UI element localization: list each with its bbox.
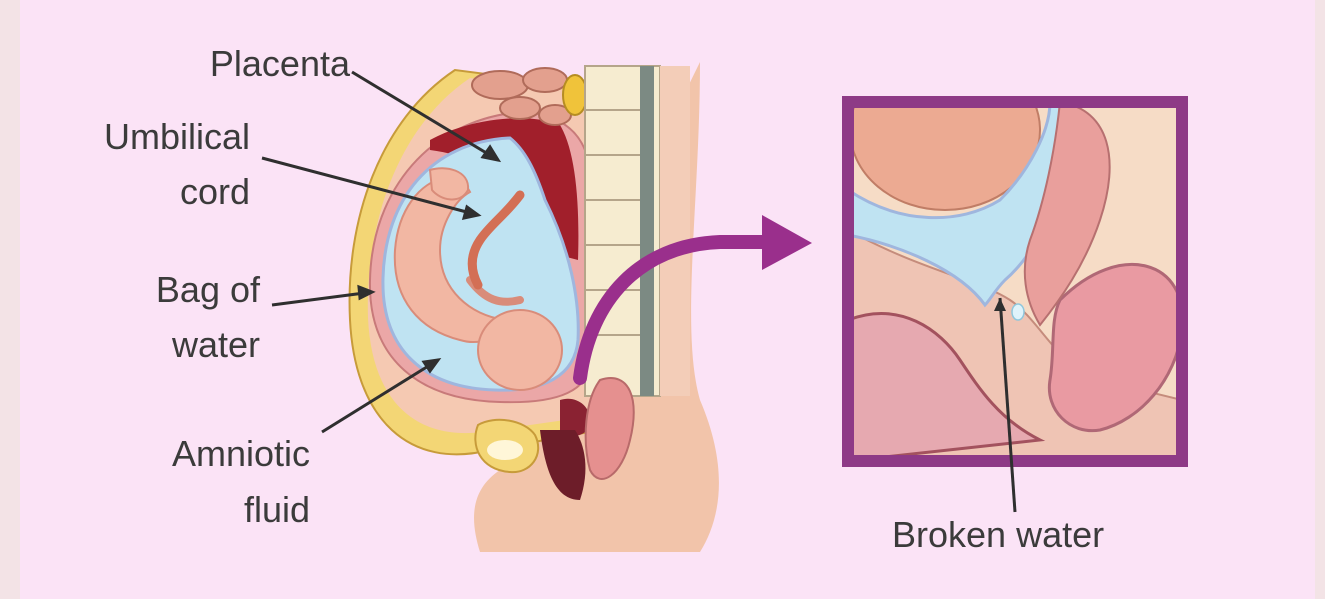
pregnant-abdomen-cross-section <box>350 62 719 552</box>
label-bag-line2: water <box>70 323 260 367</box>
label-umbilical-line2: cord <box>60 170 250 214</box>
label-umbilical-line1: Umbilical <box>60 115 250 159</box>
label-placenta: Placenta <box>180 42 350 86</box>
zoom-inset <box>848 50 1183 512</box>
water-droplet <box>1012 304 1024 320</box>
label-bag-line1: Bag of <box>70 268 260 312</box>
fetus-head <box>478 310 562 390</box>
pubic-bone <box>487 440 523 460</box>
spine <box>585 66 690 396</box>
label-broken-water: Broken water <box>892 513 1104 557</box>
label-amniotic-line2: fluid <box>100 488 310 532</box>
label-amniotic-line1: Amniotic <box>100 432 310 476</box>
